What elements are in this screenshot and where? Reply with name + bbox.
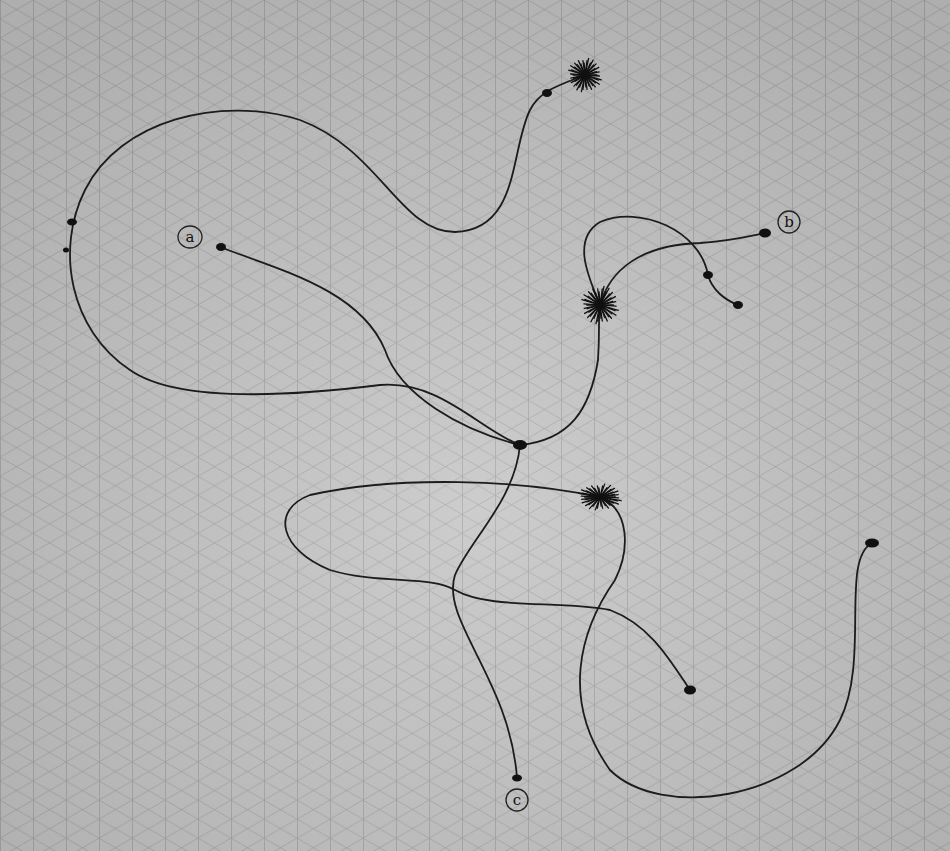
- starburst-stroke: [582, 495, 619, 500]
- starburst-stroke: [582, 491, 618, 503]
- circled-label: b: [783, 214, 795, 231]
- starburst-stroke: [571, 72, 599, 78]
- starburst-stroke: [571, 67, 599, 82]
- starburst-stroke: [585, 297, 616, 314]
- starburst-stroke: [584, 302, 616, 309]
- circled-label: c: [512, 792, 522, 809]
- circled-label: a: [185, 229, 196, 246]
